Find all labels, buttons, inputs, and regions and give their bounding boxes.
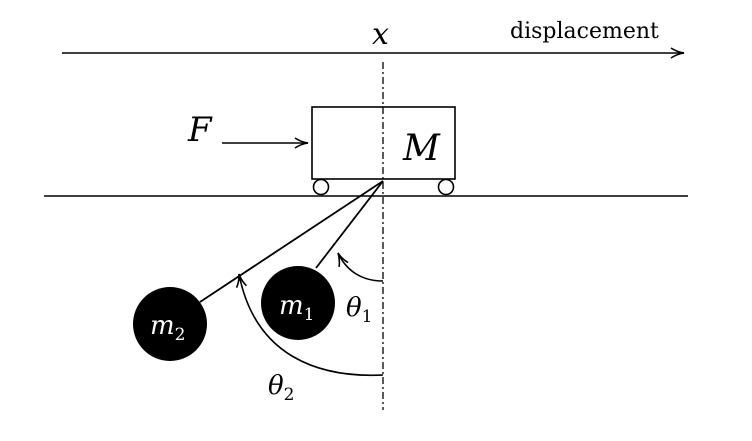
theta-1-arc: [337, 252, 384, 282]
theta-1-label: θ1: [346, 293, 372, 327]
mass-1-bob: [261, 266, 335, 340]
pendulum-rod-2: [199, 180, 384, 303]
left-wheel: [312, 178, 330, 196]
mass-2-label: m2: [150, 311, 185, 345]
mass-1-subscript: 1: [304, 305, 315, 325]
right-wheel: [437, 178, 455, 196]
theta-2-arc: [235, 273, 384, 377]
theta-1-subscript: 1: [362, 307, 373, 327]
mass-2-subscript: 2: [175, 325, 186, 345]
pendulum-rod-1: [315, 180, 384, 269]
cart-body: [311, 106, 456, 180]
x-position-label: x: [372, 17, 389, 52]
mass-1-label: m1: [279, 291, 314, 325]
theta-2-subscript: 2: [284, 385, 295, 405]
cart-mass-label: M: [402, 128, 441, 169]
theta-2-label: θ2: [268, 371, 294, 405]
mass-2-bob: [133, 287, 207, 361]
displacement-label: displacement: [510, 19, 659, 44]
force-label: F: [187, 110, 213, 150]
